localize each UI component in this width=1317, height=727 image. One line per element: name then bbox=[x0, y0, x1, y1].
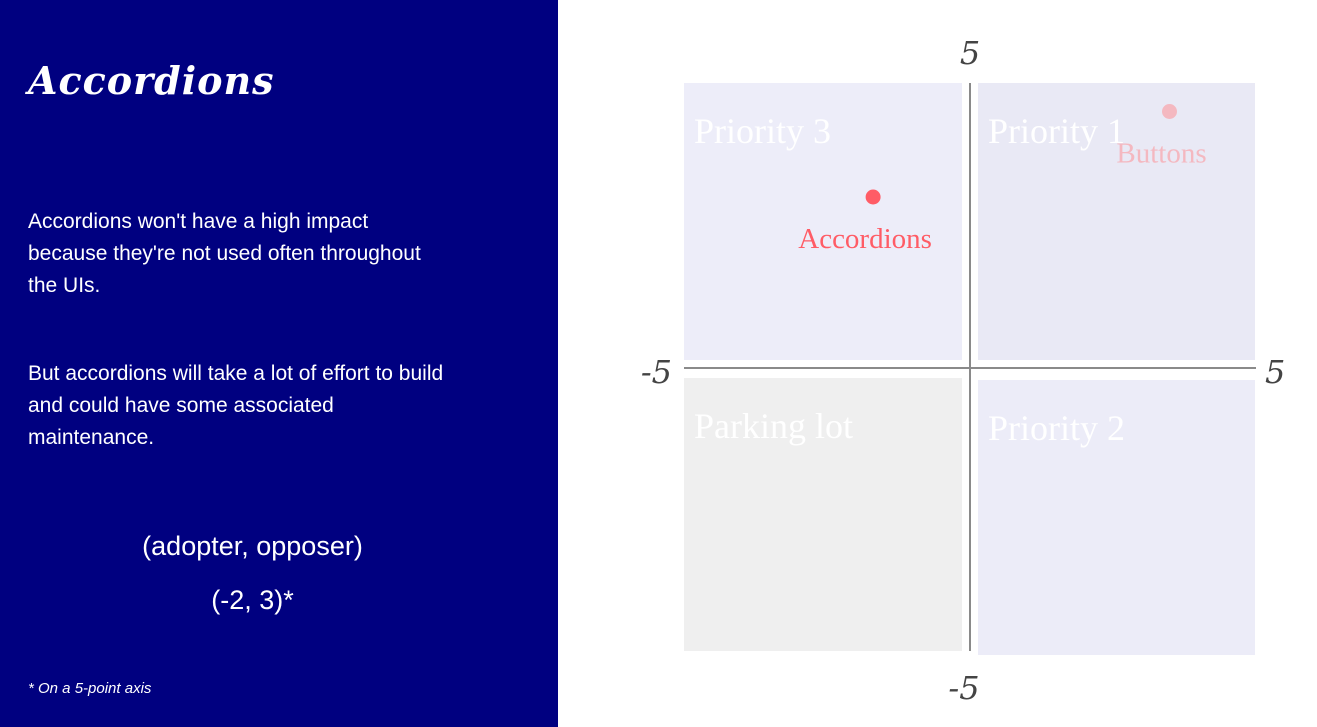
tick-label-left: -5 bbox=[641, 353, 672, 391]
tick-label-top: 5 bbox=[960, 34, 980, 72]
data-point bbox=[1162, 104, 1177, 119]
quadrant-bottom-right bbox=[978, 380, 1255, 655]
data-label: Buttons bbox=[1116, 138, 1206, 170]
tick-label-bottom: -5 bbox=[948, 669, 979, 707]
footnote: * On a 5-point axis bbox=[28, 680, 152, 697]
quadrant-label: Parking lot bbox=[694, 406, 853, 446]
slide-title: Accordions bbox=[28, 58, 275, 103]
quadrant-label: Priority 3 bbox=[694, 111, 831, 151]
impact-paragraph: Accordions won't have a high impact beca… bbox=[28, 210, 421, 297]
tick-label-right: 5 bbox=[1265, 353, 1285, 391]
info-panel: Accordions Accordions won't have a high … bbox=[0, 0, 558, 727]
quadrant-bottom-left bbox=[684, 378, 962, 651]
priority-matrix-chart: Priority 3 Priority 1 Parking lot Priority … bbox=[641, 34, 1286, 707]
quadrant-label: Priority 1 bbox=[988, 111, 1125, 151]
data-label: Accordions bbox=[798, 223, 932, 255]
quadrant-label: Priority 2 bbox=[988, 408, 1125, 448]
data-point bbox=[865, 189, 881, 205]
quadrant-top-left bbox=[684, 83, 962, 360]
effort-paragraph: But accordions will take a lot of effort… bbox=[28, 362, 444, 449]
coordinates-label: (adopter, opposer) bbox=[142, 531, 363, 561]
quadrant-top-right bbox=[978, 83, 1255, 360]
coordinates-value: (-2, 3)* bbox=[211, 585, 294, 615]
